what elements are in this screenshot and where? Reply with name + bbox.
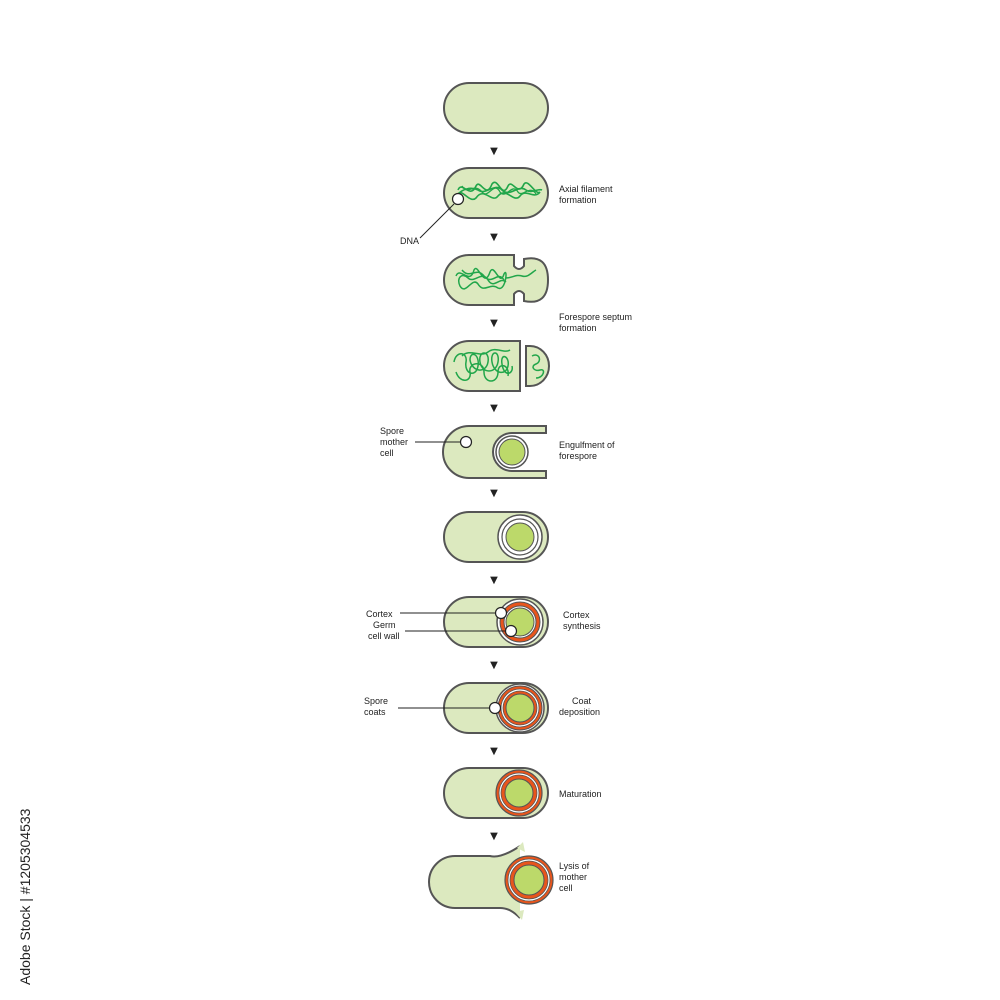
stage-maturation xyxy=(443,767,549,819)
forespore-core xyxy=(505,522,535,552)
arrow-8: ▼ xyxy=(490,746,498,757)
callout-cortex: Cortex xyxy=(366,609,393,619)
forespore-compartment xyxy=(525,345,550,387)
spore-coats-marker xyxy=(488,701,502,715)
arrow-3: ▼ xyxy=(490,318,498,329)
cytoplasm-leak-top xyxy=(517,842,525,852)
stage-septum-start xyxy=(443,254,550,306)
dna-coil-forespore xyxy=(531,354,545,379)
mother-cell-engulfing xyxy=(442,425,547,479)
arrow-4: ▼ xyxy=(490,403,498,414)
arrow-5: ▼ xyxy=(490,488,498,499)
dna-marker xyxy=(451,192,465,206)
dna-filament xyxy=(457,181,543,201)
cortex-marker xyxy=(494,606,508,620)
lysed-mother-cell xyxy=(428,845,521,919)
forespore-core xyxy=(498,438,526,466)
stage-forespore-septum xyxy=(443,340,550,392)
cytoplasm-leak-bottom xyxy=(515,910,524,920)
spore-core xyxy=(504,778,534,808)
cell-body xyxy=(443,82,549,134)
label-maturation: Maturation xyxy=(559,789,602,799)
mother-cell-marker xyxy=(459,435,473,449)
dna-leader xyxy=(419,203,455,239)
cell-body xyxy=(443,167,549,219)
stage-engulfment xyxy=(415,425,547,479)
dna-coil xyxy=(455,267,537,290)
stage-engulfment-complete xyxy=(443,511,549,563)
stage-vegetative-cell xyxy=(443,82,549,134)
dna-coil-mother xyxy=(453,348,513,382)
dna-filament-2 xyxy=(461,185,537,195)
stage-axial-filament xyxy=(419,167,549,239)
stage-lysis xyxy=(428,842,554,920)
arrow-2: ▼ xyxy=(490,232,498,243)
germ-cell-wall-marker xyxy=(504,624,518,638)
arrow-9: ▼ xyxy=(490,831,498,842)
spore-core xyxy=(505,693,535,723)
callout-dna: DNA xyxy=(400,236,419,246)
stage-cortex-synthesis xyxy=(400,596,549,648)
stock-watermark: Adobe Stock | #1205304533 xyxy=(17,808,33,985)
stage-coat-deposition xyxy=(398,682,549,734)
spore-core xyxy=(513,864,545,896)
arrow-6: ▼ xyxy=(490,575,498,586)
arrow-7: ▼ xyxy=(490,660,498,671)
cell-body xyxy=(443,254,550,306)
arrow-1: ▼ xyxy=(490,146,498,157)
